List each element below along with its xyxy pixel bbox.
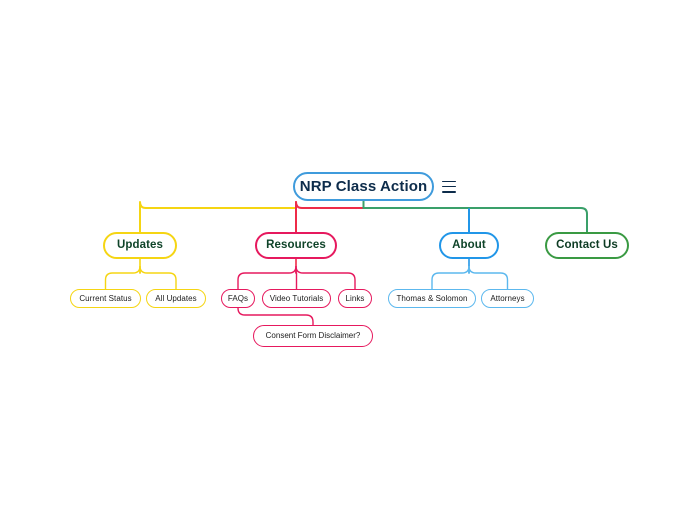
node-current-status[interactable]: Current Status — [70, 289, 141, 308]
node-label-links: Links — [345, 293, 365, 303]
node-links[interactable]: Links — [338, 289, 372, 308]
connector — [237, 265, 297, 290]
node-video-tutorials[interactable]: Video Tutorials — [262, 289, 331, 308]
node-label-resources: Resources — [266, 238, 326, 251]
node-updates[interactable]: Updates — [103, 232, 177, 259]
connector — [237, 307, 314, 326]
node-consent-form-disclaimer[interactable]: Consent Form Disclaimer? — [253, 325, 373, 347]
node-thomas-solomon[interactable]: Thomas & Solomon — [388, 289, 476, 308]
node-label-all-updates: All Updates — [155, 293, 197, 303]
node-label-updates: Updates — [116, 238, 164, 251]
node-label-faqs: FAQs — [227, 293, 249, 303]
hamburger-bar — [442, 185, 456, 188]
node-label-current-status: Current Status — [79, 293, 132, 303]
connector — [139, 265, 177, 290]
node-attorneys[interactable]: Attorneys — [481, 289, 534, 308]
node-root[interactable]: NRP Class Action — [293, 172, 434, 201]
node-label-root: NRP Class Action — [299, 178, 428, 195]
node-label-contact-us: Contact Us — [556, 238, 618, 251]
hamburger-bar — [442, 180, 456, 183]
connector — [295, 265, 356, 290]
node-label-consent-form-disclaimer: Consent Form Disclaimer? — [265, 331, 361, 340]
node-label-about: About — [452, 238, 486, 251]
node-label-attorneys: Attorneys — [490, 293, 525, 303]
node-about[interactable]: About — [439, 232, 499, 259]
connector — [104, 265, 141, 290]
connector — [468, 265, 509, 290]
connector — [139, 201, 147, 233]
hamburger-menu-icon[interactable] — [442, 180, 456, 193]
node-label-thomas-solomon: Thomas & Solomon — [396, 293, 468, 303]
node-faqs[interactable]: FAQs — [221, 289, 255, 308]
node-resources[interactable]: Resources — [255, 232, 337, 259]
connector — [295, 201, 365, 209]
node-label-video-tutorials: Video Tutorials — [269, 293, 324, 303]
connector — [431, 265, 470, 290]
hamburger-bar — [442, 190, 456, 193]
node-all-updates[interactable]: All Updates — [146, 289, 206, 308]
connector — [362, 207, 588, 233]
node-contact-us[interactable]: Contact Us — [545, 232, 629, 259]
